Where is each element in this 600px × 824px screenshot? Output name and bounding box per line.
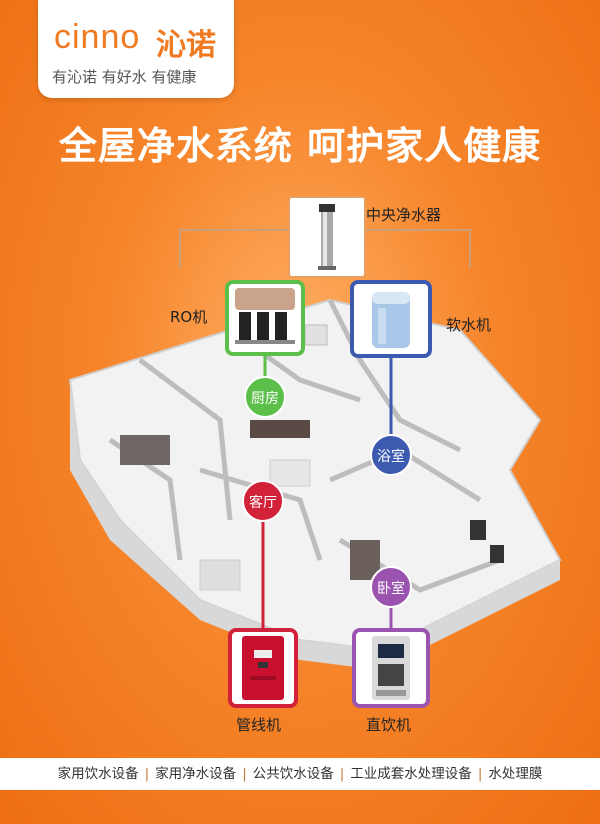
logo-card: cinno 沁诺 有沁诺 有好水 有健康 xyxy=(38,0,234,98)
house-floorplan xyxy=(68,298,562,670)
brand-slogan: 有沁诺 有好水 有健康 xyxy=(52,68,197,86)
brand-logo-en: cinno xyxy=(54,18,141,56)
ro-machine-card xyxy=(225,280,305,356)
footer-item: 工业成套水处理设备 xyxy=(350,766,472,782)
pipeline-machine-card xyxy=(228,628,298,708)
house-illustration xyxy=(68,229,562,670)
softener-card xyxy=(350,280,432,358)
central-purifier-card xyxy=(288,196,366,278)
ro-machine-icon xyxy=(235,288,295,344)
room-badge-living: 客厅 xyxy=(242,480,284,522)
headline: 全屋净水系统 呵护家人健康 xyxy=(58,124,542,168)
central-purifier-icon xyxy=(318,204,336,270)
direct-drink-machine-card xyxy=(352,628,430,708)
brand-logo-cn: 沁诺 xyxy=(156,28,216,63)
room-badge-bathroom: 浴室 xyxy=(370,434,412,476)
ro-machine-label: RO机 xyxy=(170,308,208,326)
footer-item: 水处理膜 xyxy=(488,766,543,782)
footer-item: 家用饮水设备 xyxy=(57,766,139,782)
direct-drink-machine-label: 直饮机 xyxy=(366,716,412,734)
softener-label: 软水机 xyxy=(446,316,492,334)
footer-item: 家用净水设备 xyxy=(155,766,237,782)
room-badge-kitchen: 厨房 xyxy=(244,376,286,418)
footer-product-lines: 家用饮水设备|家用净水设备|公共饮水设备|工业成套水处理设备|水处理膜 xyxy=(0,758,600,790)
central-purifier-label: 中央净水器 xyxy=(366,206,442,224)
pipeline-machine-label: 管线机 xyxy=(236,716,282,734)
room-badge-bedroom: 卧室 xyxy=(370,566,412,608)
softener-icon xyxy=(372,292,410,348)
pipeline-machine-icon xyxy=(242,636,284,700)
footer-item: 公共饮水设备 xyxy=(252,766,334,782)
direct-drink-machine-icon xyxy=(372,636,410,700)
